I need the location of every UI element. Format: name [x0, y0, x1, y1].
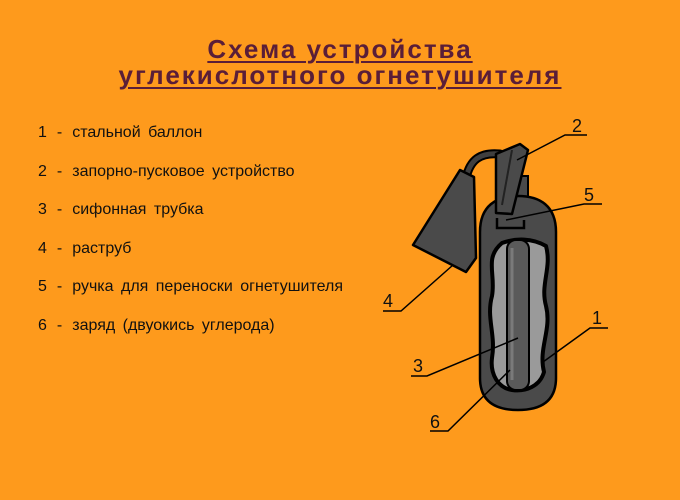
legend-text: сифонная трубка: [72, 201, 204, 218]
legend-dash: -: [56, 239, 63, 257]
legend-text: ручка для переноски огнетушителя: [72, 278, 343, 295]
legend-item-2: 2-запорно-пусковое устройство: [38, 157, 343, 196]
callout-lines: [383, 134, 608, 432]
legend-number: 1: [38, 124, 47, 141]
callout-label-4: 4: [383, 291, 393, 311]
callout-line-6: [430, 369, 511, 432]
legend-item-1: 1-стальной баллон: [38, 118, 343, 157]
legend-dash: -: [56, 316, 63, 334]
legend-item-4: 4-раструб: [38, 234, 343, 273]
callout-line-1: [542, 327, 608, 363]
legend-item-5: 5-ручка для переноски огнетушителя: [38, 272, 343, 311]
legend-text: заряд (двуокись углерода): [72, 316, 275, 334]
legend-dash: -: [56, 201, 63, 218]
legend-list: 1-стальной баллон 2-запорно-пусковое уст…: [38, 118, 343, 349]
callout-label-6: 6: [430, 412, 440, 432]
valve-lever: [501, 149, 513, 206]
title-line-2: углекислотного огнетушителя: [118, 60, 562, 90]
callout-label-1: 1: [592, 308, 602, 328]
callout-label-3: 3: [413, 356, 423, 376]
callout-label-5: 5: [584, 185, 594, 205]
legend-item-3: 3-сифонная трубка: [38, 195, 343, 234]
legend-number: 4: [38, 239, 47, 257]
carry-handle: [495, 218, 526, 230]
horn: [411, 168, 478, 274]
callout-line-5: [505, 203, 602, 221]
legend-dash: -: [56, 278, 63, 295]
legend-dash: -: [56, 124, 63, 141]
legend-number: 2: [38, 162, 47, 180]
callout-line-3: [411, 337, 519, 377]
legend-item-6: 6-заряд (двуокись углерода): [38, 311, 343, 350]
legend-dash: -: [56, 162, 63, 180]
legend-text: запорно-пусковое устройство: [72, 162, 295, 180]
legend-number: 3: [38, 201, 47, 218]
siphon-tube: [506, 239, 530, 391]
callout-line-4: [383, 264, 454, 312]
title-line-1: Схема устройства: [207, 34, 473, 64]
legend-text: раструб: [72, 239, 132, 257]
legend-text: стальной баллон: [72, 124, 203, 141]
legend-number: 6: [38, 316, 47, 334]
callout-label-2: 2: [572, 116, 582, 136]
callout-line-2: [516, 134, 587, 161]
legend-number: 5: [38, 278, 47, 295]
